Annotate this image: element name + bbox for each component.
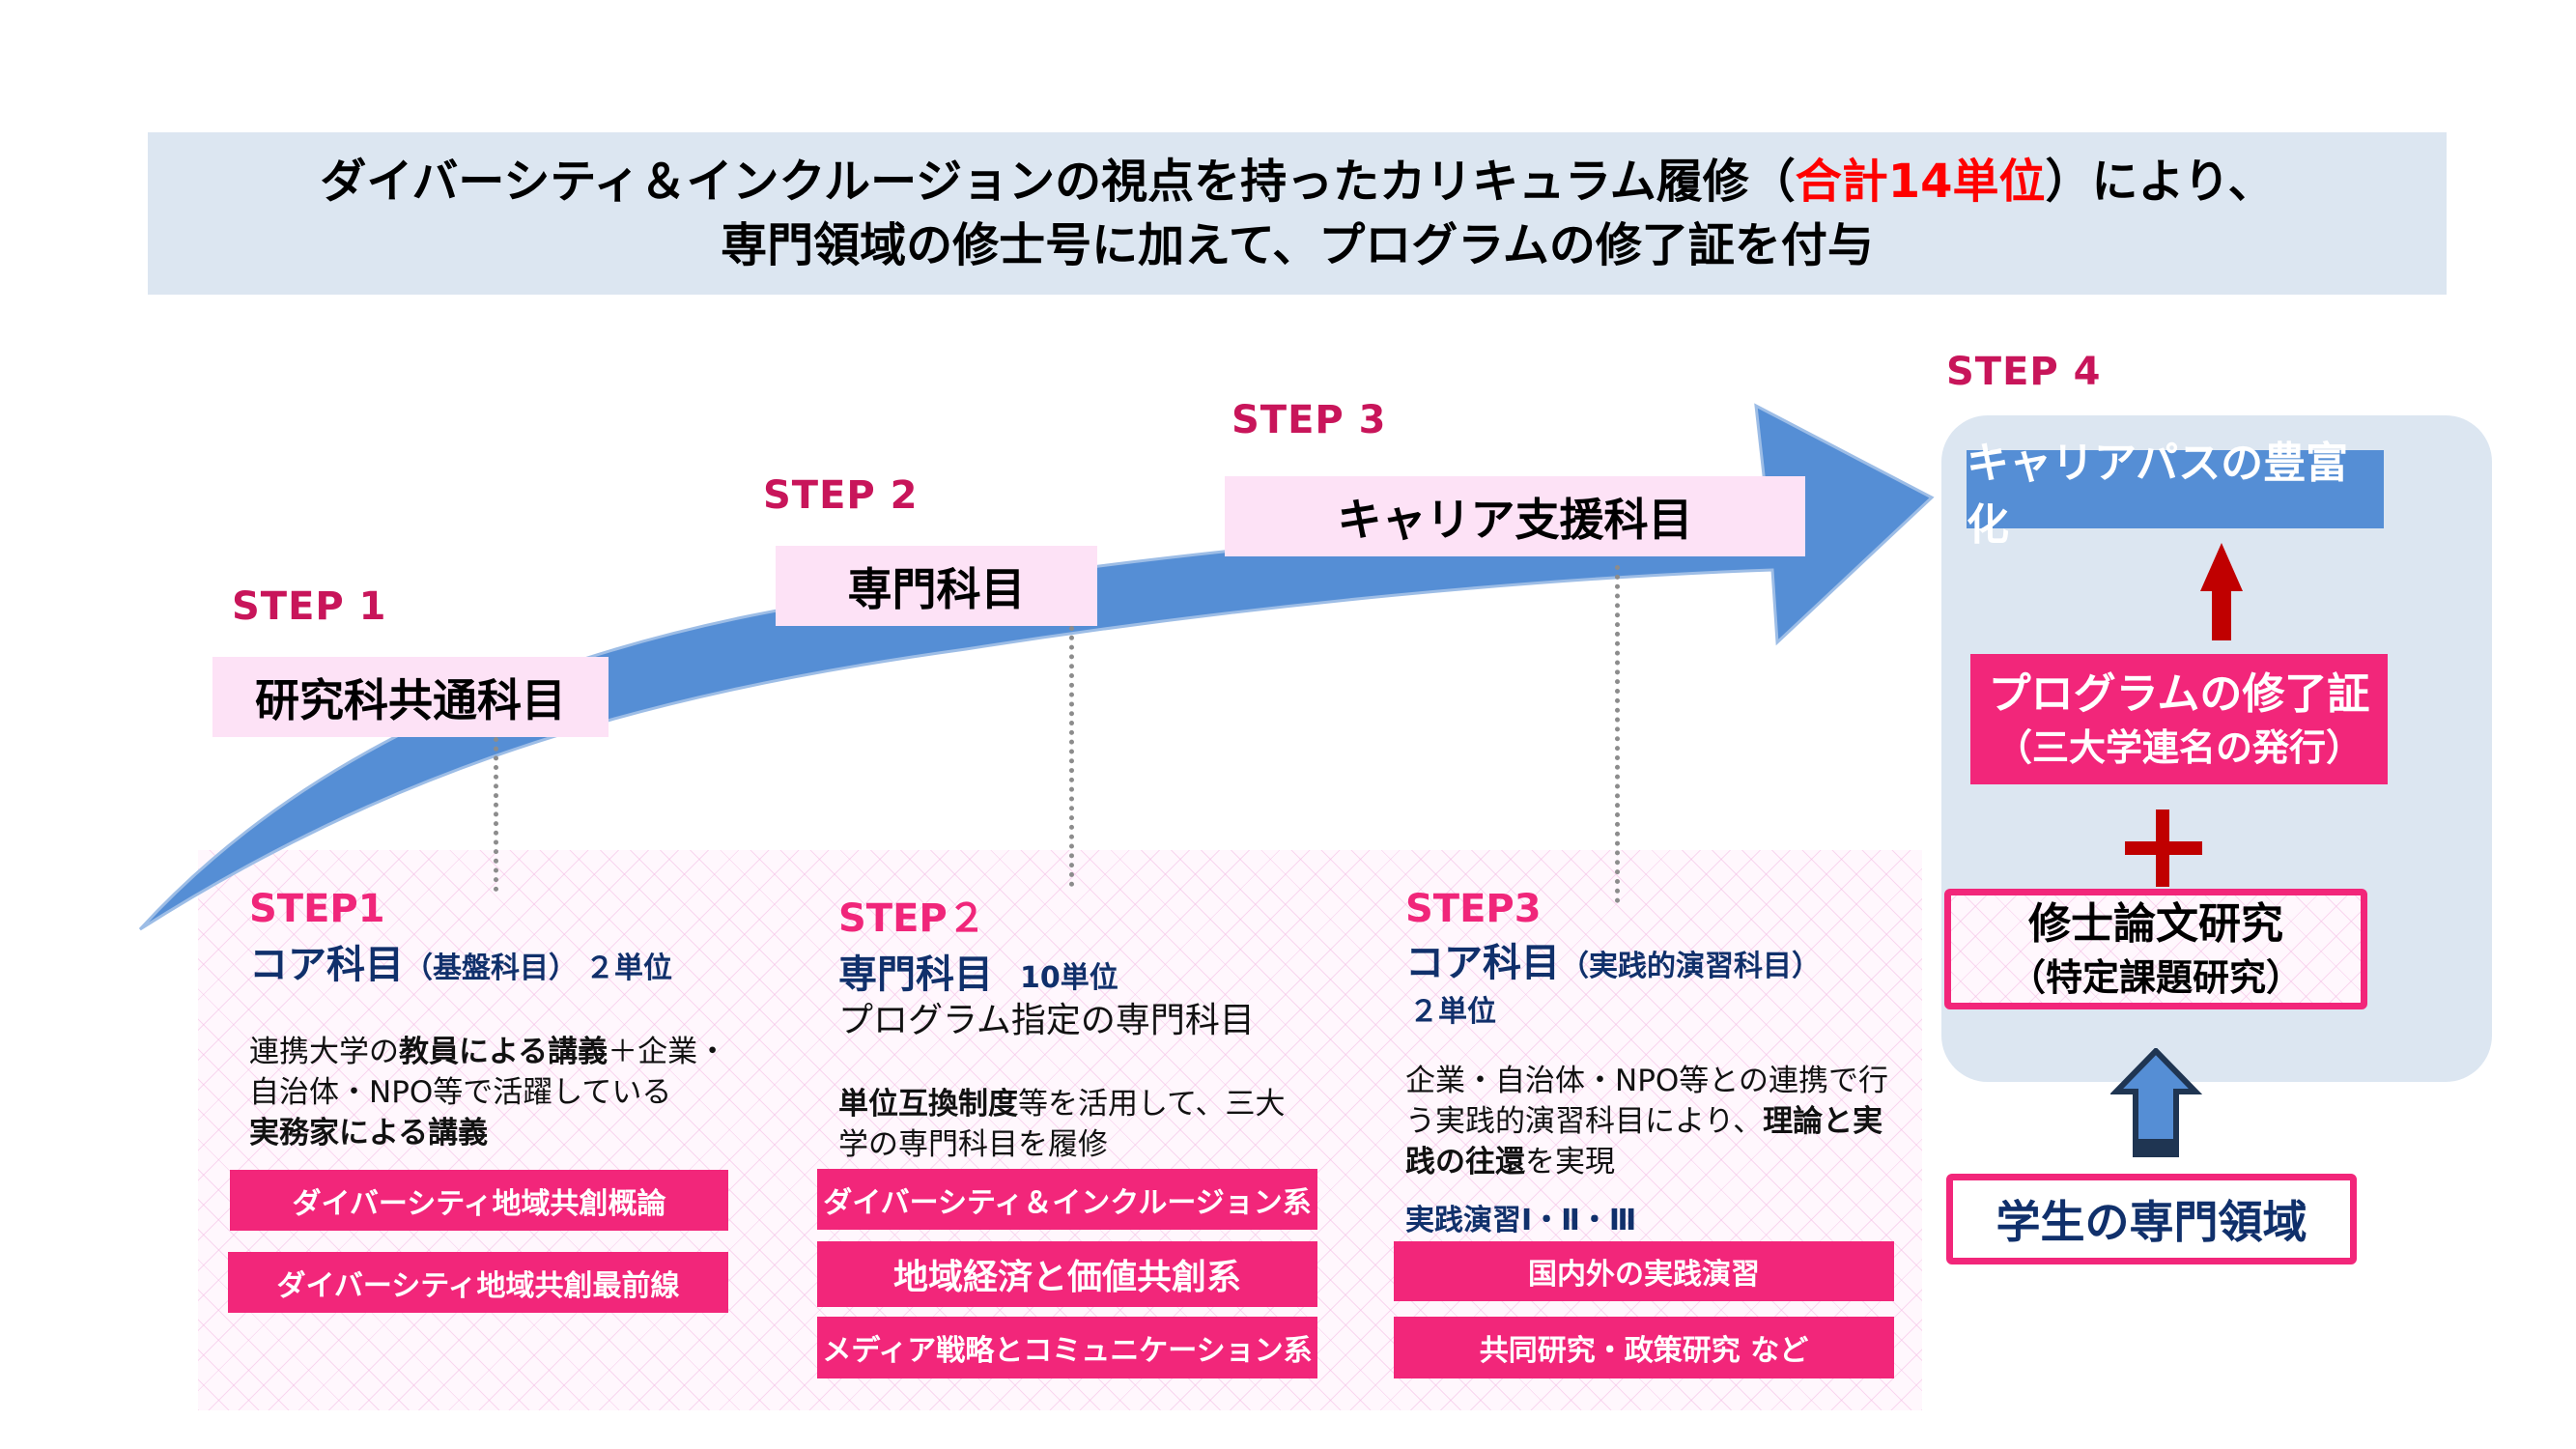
step-2-label: STEP 2 — [763, 473, 919, 518]
credits: ２単位 — [585, 952, 672, 985]
course-pill: 国内外の実践演習 — [1394, 1241, 1894, 1301]
connector-step1 — [494, 737, 498, 892]
desc-bold: 実務家による講義 — [249, 1116, 489, 1151]
connector-step2 — [1069, 626, 1074, 887]
column-step1: STEP1 コア科目（基盤科目）２単位 連携大学の教員による講義＋企業・自治体・… — [249, 887, 751, 1153]
course-type: コア科目 — [1405, 941, 1560, 985]
step-3-label: STEP 3 — [1231, 398, 1387, 442]
desc-text: 企業・自治体・NPO等との連携で行う実践的演習科目により、 — [1405, 1064, 1888, 1139]
practice-label: 実践演習Ⅰ・Ⅱ・Ⅲ — [1405, 1204, 1637, 1237]
credits: 10単位 — [1020, 961, 1118, 995]
column-subtitle: プログラム指定の専門科目 — [838, 1001, 1255, 1040]
course-pill: ダイバーシティ＆インクルージョン系 — [817, 1169, 1317, 1230]
column-step2: STEP２ 専門科目 10単位 プログラム指定の専門科目 単位互換制度等を活用して… — [838, 887, 1321, 1165]
step-4-label: STEP 4 — [1946, 350, 2102, 394]
column-step-label: STEP1 — [249, 887, 385, 931]
course-type: 専門科目 — [838, 952, 993, 997]
course-pill: 地域経済と価値共創系 — [817, 1241, 1317, 1307]
desc-bold: 単位互換制度 — [838, 1087, 1018, 1122]
step-1-box: 研究科共通科目 — [212, 657, 609, 737]
course-pill: ダイバーシティ地域共創最前線 — [228, 1252, 728, 1313]
banner-line-2: 専門領域の修士号に加えて、プログラムの修了証を付与 — [721, 218, 1874, 272]
column-description: 企業・自治体・NPO等との連携で行う実践的演習科目により、理論と実践の往還を実現 — [1405, 1061, 1888, 1182]
step-2-box: 専門科目 — [776, 546, 1097, 626]
certificate-title: プログラムの修了証 — [1988, 668, 2370, 719]
banner-text: ダイバーシティ＆インクルージョンの視点を持ったカリキュラム履修（ — [320, 155, 1796, 209]
thesis-title: 修士論文研究 — [2028, 898, 2283, 949]
career-path-box: キャリアパスの豊富化 — [1967, 439, 2384, 550]
course-pill: 共同研究・政策研究 など — [1394, 1317, 1894, 1378]
up-arrow-blue-icon — [2110, 1048, 2202, 1157]
desc-text: ＋企業・自治体・NPO等で活躍している — [249, 1035, 728, 1110]
banner-line-1: ダイバーシティ＆インクルージョンの視点を持ったカリキュラム履修（合計14単位）に… — [320, 150, 2274, 213]
column-title: コア科目（基盤科目）２単位 — [249, 933, 751, 989]
step-1-label: STEP 1 — [232, 584, 387, 629]
curriculum-detail-area — [198, 850, 1922, 1410]
credits: ２単位 — [1409, 995, 1496, 1029]
thesis-note: （特定課題研究） — [2008, 955, 2303, 999]
connector-step3 — [1615, 565, 1620, 903]
column-title: 専門科目 10単位 — [838, 943, 1321, 999]
desc-bold: 教員による講義 — [399, 1035, 609, 1069]
desc-text: を実現 — [1525, 1145, 1615, 1179]
course-pill: メディア戦略とコミュニケーション系 — [817, 1317, 1317, 1378]
header-banner: ダイバーシティ＆インクルージョンの視点を持ったカリキュラム履修（合計14単位）に… — [148, 132, 2447, 295]
student-domain-box: 学生の専門領域 — [1946, 1174, 2357, 1264]
course-subtype: （実践的演習科目） — [1560, 950, 1821, 983]
desc-text: 等を活用して、三大学の専門科目を履修 — [838, 1087, 1286, 1162]
certificate-box: プログラムの修了証 （三大学連名の発行） — [1970, 654, 2388, 784]
course-subtype: （基盤科目） — [404, 952, 578, 985]
plus-icon — [2125, 810, 2202, 887]
column-description: 連携大学の教員による講義＋企業・自治体・NPO等で活躍している実務家による講義 — [249, 1032, 732, 1153]
total-credits-highlight: 合計14単位 — [1795, 155, 2046, 209]
column-step-label: STEP２ — [838, 896, 986, 941]
course-pill: ダイバーシティ地域共創概論 — [230, 1170, 728, 1231]
column-step-label: STEP3 — [1405, 887, 1542, 931]
column-step3: STEP3 コア科目（実践的演習科目） ２単位 企業・自治体・NPO等との連携で… — [1405, 887, 1898, 1238]
step-3-box: キャリア支援科目 — [1225, 476, 1805, 556]
banner-text: ）により、 — [2045, 155, 2275, 209]
desc-bold: 理論と実践の往還 — [1405, 1104, 1883, 1179]
column-description: 単位互換制度等を活用して、三大学の専門科目を履修 — [838, 1084, 1302, 1165]
certificate-note: （三大学連名の発行） — [1995, 725, 2363, 769]
column-title: コア科目（実践的演習科目） — [1405, 931, 1898, 987]
desc-text: 連携大学の — [249, 1035, 399, 1069]
course-type: コア科目 — [249, 943, 404, 987]
up-arrow-red-icon — [2200, 543, 2243, 640]
thesis-box: 修士論文研究 （特定課題研究） — [1944, 889, 2367, 1009]
